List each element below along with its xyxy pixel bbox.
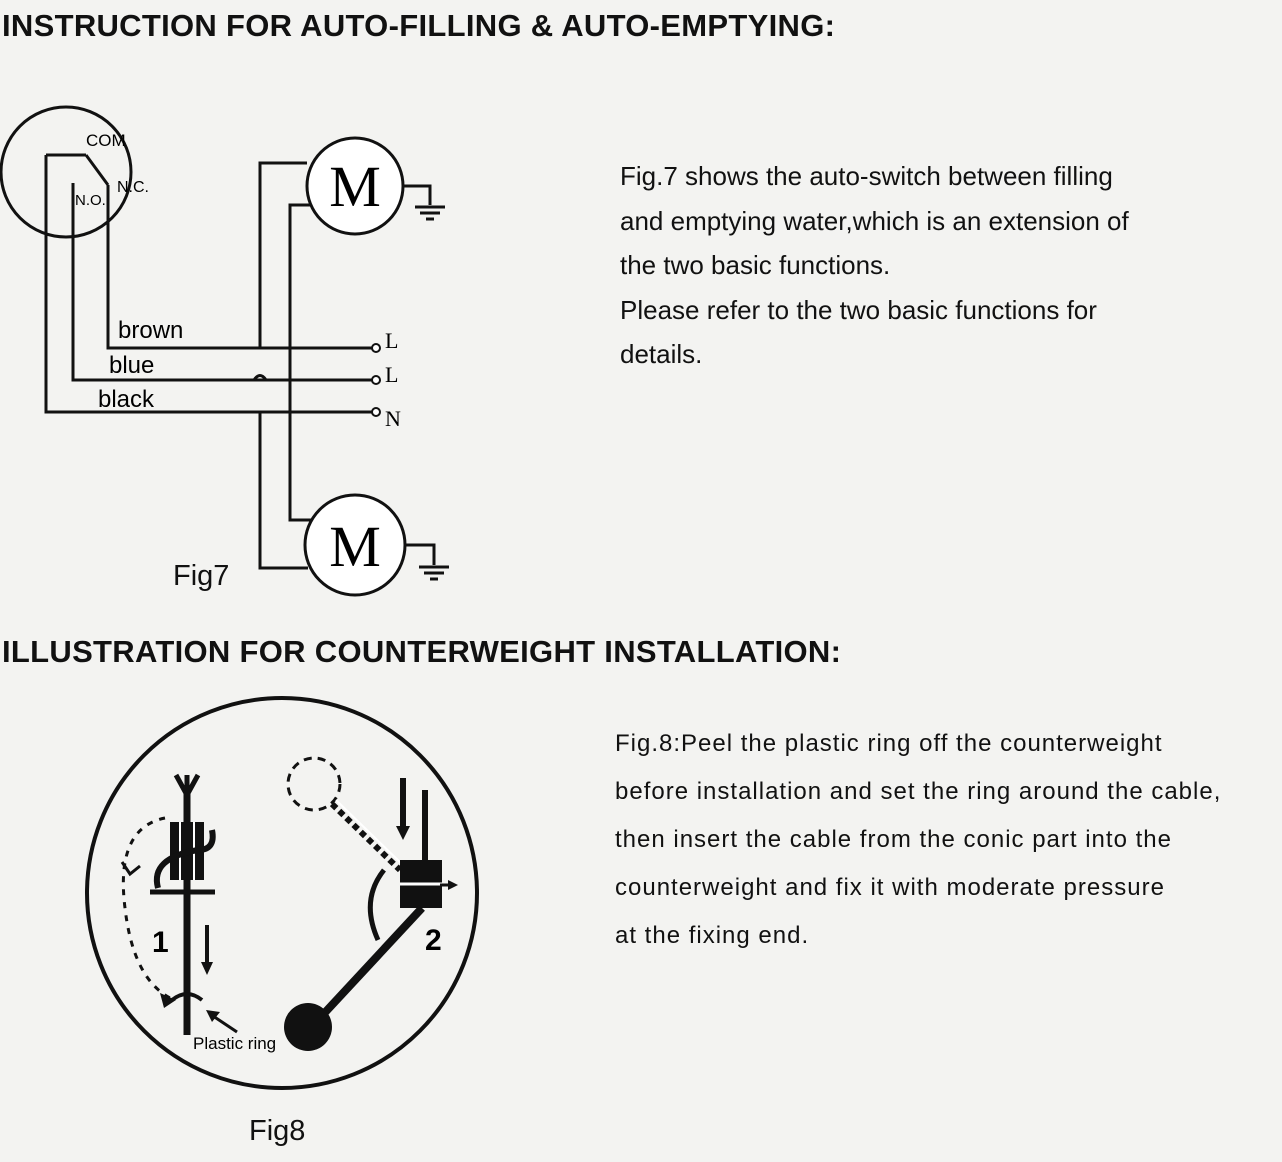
- ring-dashed: [286, 756, 342, 812]
- text-line: at the fixing end.: [615, 922, 810, 949]
- illustration-circle: [85, 696, 479, 1090]
- terminal-label-1: L: [385, 328, 398, 353]
- text-line: before installation and set the ring aro…: [615, 778, 1222, 805]
- terminal-label-2: L: [385, 362, 398, 387]
- motor-label-top: M: [329, 154, 381, 219]
- counterweight-illustration: 1 2 Plastic ring: [85, 696, 479, 1090]
- text-line: and emptying water,which is an extension…: [620, 205, 1129, 236]
- figure-label-fig7: Fig7: [173, 560, 230, 592]
- text-line: then insert the cable from the conic par…: [615, 826, 1172, 853]
- nc-label: N.C.: [117, 179, 149, 196]
- step1-dashed-arrow: [121, 816, 171, 1000]
- brown-wire: [106, 185, 372, 350]
- text-line: Please refer to the two basic functions …: [620, 294, 1097, 325]
- step-label-2: 2: [425, 924, 442, 957]
- section-title-counterweight: ILLUSTRATION FOR COUNTERWEIGHT INSTALLAT…: [2, 634, 842, 669]
- figure-label-fig8: Fig8: [249, 1115, 306, 1147]
- text-line: Fig.7 shows the auto-switch between fill…: [620, 161, 1113, 191]
- motor-label-bottom: M: [329, 514, 381, 579]
- com-label: COM: [86, 131, 126, 150]
- fig8-description: Fig.8:Peel the plastic ring off the coun…: [615, 720, 1275, 960]
- terminal-label-3: N: [385, 406, 401, 431]
- no-label: N.O.: [75, 192, 106, 209]
- black-wire: [44, 155, 372, 414]
- wiring-diagram: COM N.O. N.C. brown blue black L L N M M: [0, 105, 449, 597]
- text-line: counterweight and fix it with moderate p…: [615, 874, 1165, 901]
- step-label-1: 1: [152, 926, 169, 959]
- text-line: the two basic functions.: [620, 250, 891, 280]
- text-line: Fig.8:Peel the plastic ring off the coun…: [615, 730, 1163, 757]
- fig7-description: Fig.7 shows the auto-switch between fill…: [620, 154, 1230, 377]
- plastic-ring-callout: Plastic ring: [193, 1034, 276, 1053]
- float-switch-circle: [0, 105, 133, 239]
- text-line: details.: [620, 339, 703, 369]
- blue-wire: [71, 185, 372, 382]
- weight-ball: [284, 1003, 332, 1051]
- counterweight-sleeve: [150, 822, 216, 895]
- section-title-auto-filling: INSTRUCTION FOR AUTO-FILLING & AUTO-EMPT…: [2, 8, 836, 43]
- wire-label-blue: blue: [109, 352, 154, 379]
- wire-label-brown: brown: [118, 317, 183, 344]
- wire-label-black: black: [98, 386, 155, 413]
